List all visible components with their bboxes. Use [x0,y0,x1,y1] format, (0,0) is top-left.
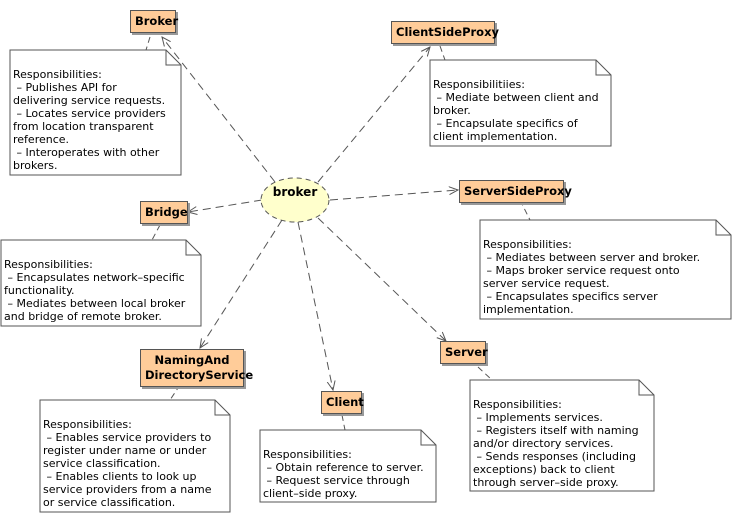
class-client-label: Client [326,395,364,409]
note-client: Responsibilities: – Obtain reference to … [263,448,424,500]
class-broker[interactable]: Broker [130,10,179,33]
note-connector-bridge [151,224,161,241]
dependency-arrow-broker [162,37,276,183]
class-server[interactable]: Server [440,341,488,364]
note-server-side-proxy: Responsibilities: – Mediates between ser… [483,238,701,316]
note-client-shape [259,429,437,503]
note-bridge-shape [0,239,202,327]
class-broker-label: Broker [135,14,179,28]
dependency-arrow-naming [200,219,283,348]
class-client-side-proxy-label: ClientSideProxy [396,25,499,39]
note-client-side-proxy-shape [429,59,612,147]
class-naming-label-line2: DirectoryService [145,368,254,382]
broker-usecase-ellipse [260,177,330,223]
note-connector-server-side-proxy [519,199,531,221]
note-connector-broker [145,36,151,51]
note-connector-naming [169,384,181,401]
note-connector-server [477,366,493,381]
dependency-arrow-bridge [188,199,263,212]
note-server: Responsibilities: – Implements services.… [473,398,639,489]
note-server-shape [469,379,655,492]
note-client-side-proxy: Responsibilitiies: – Mediate between cli… [433,78,599,143]
note-naming: Responsibilities: – Enables service prov… [43,418,212,509]
class-server-label: Server [445,345,488,359]
dependency-arrow-server-side-proxy [329,190,458,201]
note-connector-client-side-proxy [439,45,446,61]
class-naming-and-directory-service[interactable]: NamingAnd DirectoryService [140,349,254,387]
note-connector-client [341,414,346,431]
dependency-arrow-client [297,221,333,390]
note-naming-shape [39,399,231,513]
class-client-side-proxy[interactable]: ClientSideProxy [391,21,499,44]
class-client[interactable]: Client [321,391,364,414]
class-server-side-proxy-label: ServerSideProxy [464,184,572,198]
class-bridge-label: Bridge [145,205,188,219]
class-bridge[interactable]: Bridge [140,201,188,224]
dependency-arrow-client-side-proxy [317,47,430,183]
note-bridge: Responsibilities: – Encapsulates network… [4,258,186,323]
note-broker: Responsibilities: – Publishes API for de… [13,68,166,172]
class-naming-label-line1: NamingAnd [154,353,230,367]
dependency-arrow-server [317,217,446,341]
class-server-side-proxy[interactable]: ServerSideProxy [459,180,572,203]
note-server-side-proxy-shape [479,219,732,320]
note-broker-shape [9,49,182,176]
broker-usecase-label: broker [272,185,318,199]
